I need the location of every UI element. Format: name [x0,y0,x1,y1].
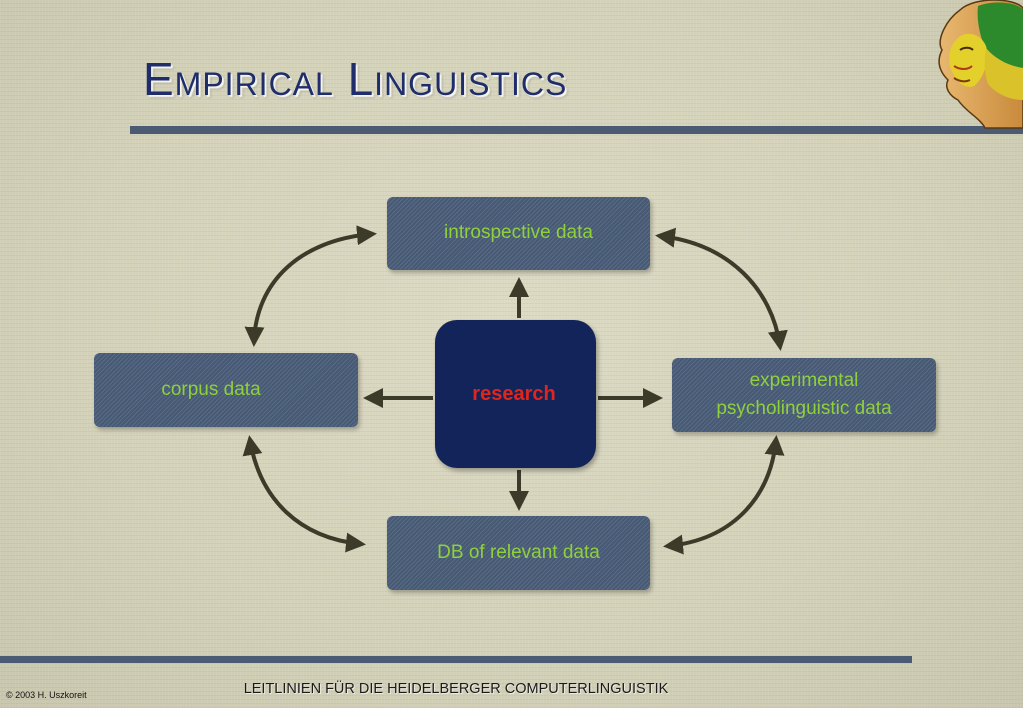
node-introspective-data: introspective data [387,197,650,270]
node-label: DB of relevant data [437,542,600,563]
center-label: research [472,382,556,405]
curve-top-right [655,227,788,351]
footer-text: LEITLINIEN FÜR DIE HEIDELBERGER COMPUTER… [243,681,669,697]
title-divider [130,126,1023,134]
node-label: introspective data [444,222,593,243]
curve-bottom-left [242,435,366,553]
copyright-notice: © 2003 H. Uszkoreit [6,690,87,700]
node-label: corpus data [161,379,261,400]
phrenology-head-icon [938,0,1023,129]
node-label-line1: experimental [749,370,859,391]
node-db-relevant-data: DB of relevant data [387,516,650,590]
node-research-center: research [435,320,596,468]
curve-bottom-right [663,435,785,555]
footer-divider [0,656,912,663]
slide-title: Empirical Linguistics [143,53,568,105]
node-experimental-data: experimental psycholinguistic data [672,358,936,432]
node-label-line2: psycholinguistic data [716,398,892,419]
node-corpus-data: corpus data [94,353,358,427]
curve-top-left [244,225,377,347]
